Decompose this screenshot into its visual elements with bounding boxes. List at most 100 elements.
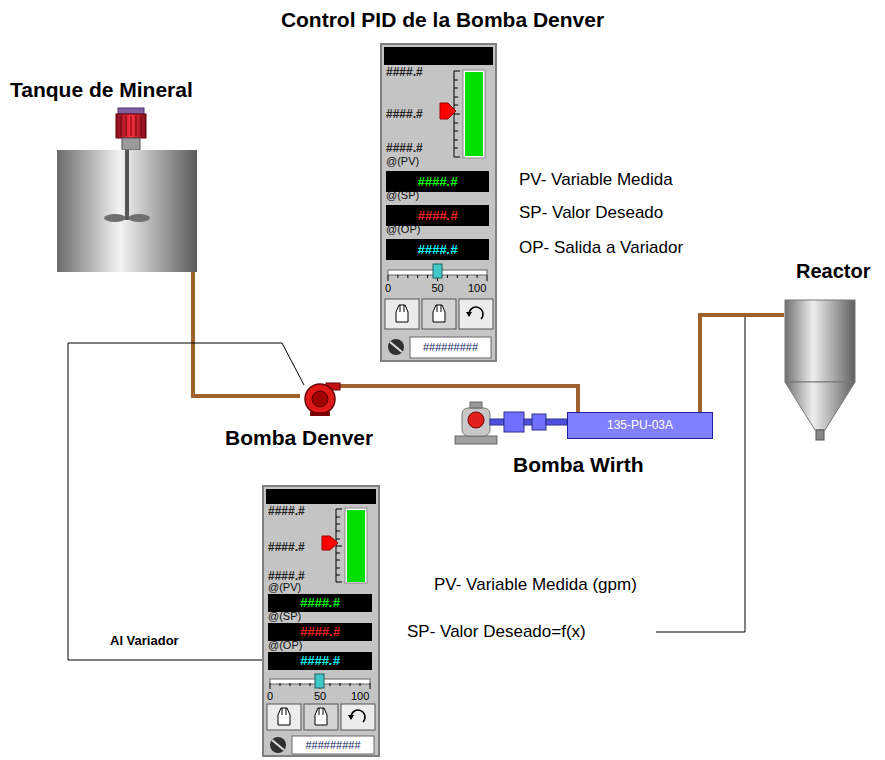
scale-tick: [454, 140, 458, 141]
slider-thumb: [433, 264, 442, 278]
faceplate-graphics: [382, 45, 495, 360]
equipment-tag: 135-PU-03A: [568, 413, 712, 438]
slider-tick: [340, 683, 341, 686]
slider-tick: [300, 683, 301, 686]
scale-tick: [336, 546, 342, 547]
scale-tick: [336, 582, 342, 583]
scale-tick: [336, 575, 340, 576]
field-caption: @(OP): [268, 639, 302, 651]
node-heading: Tanque de Mineral: [10, 78, 193, 102]
value-field: [268, 652, 372, 670]
hand-icon: [404, 305, 405, 312]
scale-tick: [454, 148, 458, 149]
scale-tick: [454, 71, 460, 72]
hand-icon: [282, 708, 283, 715]
status-icon: [390, 342, 402, 352]
mode-button: [341, 704, 375, 730]
node-heading: Bomba Wirth: [513, 453, 643, 477]
mode-button: [459, 299, 493, 329]
bar-frame: [345, 508, 367, 583]
hand-icon: [441, 305, 442, 312]
tag-value: #########: [292, 736, 374, 754]
value-field: [268, 623, 372, 641]
wirth-shape: 135-PU-03ABomba Wirth: [567, 412, 713, 439]
field-value: ####.#: [386, 171, 489, 192]
scale-label: ####.#: [268, 540, 305, 554]
slider-thumb: [315, 674, 324, 688]
hand-icon: [286, 708, 287, 715]
mode-button: [422, 299, 456, 329]
slider-label: 50: [314, 690, 326, 702]
value-field: [386, 239, 489, 260]
field-caption: @(SP): [268, 610, 301, 622]
node-heading: Reactor: [796, 260, 870, 283]
field-value: ####.#: [268, 652, 372, 670]
slider-label: 100: [351, 690, 369, 702]
tag-field: [410, 337, 491, 358]
level-bar: [465, 72, 483, 156]
scale-tick: [336, 553, 340, 554]
slider-tick: [290, 683, 291, 686]
slider-label: 0: [385, 282, 391, 294]
slider-label: 0: [267, 690, 273, 702]
node-heading: Bomba Denver: [225, 426, 373, 450]
annotation-label: SP- Valor Deseado=f(x): [405, 622, 588, 642]
slider-tick: [447, 275, 448, 278]
slurry-pipe: [193, 272, 300, 396]
value-field: [386, 171, 489, 192]
field-value: ####.#: [386, 239, 489, 260]
pointer: [440, 103, 456, 119]
slider-tick: [360, 683, 361, 686]
slider-tick: [487, 275, 488, 281]
hand-icon: [278, 708, 290, 725]
slider-tick: [457, 275, 458, 278]
level-bar: [347, 510, 365, 582]
pump-body: [300, 380, 340, 416]
slider-tick: [407, 275, 408, 278]
slider-tick: [388, 275, 389, 281]
agitator-motor: [116, 108, 146, 150]
field-caption: @(SP): [386, 189, 419, 201]
scale-tick: [454, 97, 458, 98]
field-caption: @(PV): [268, 581, 301, 593]
mode-button: [385, 299, 419, 329]
status-icon: [388, 339, 404, 355]
field-value: ####.#: [268, 623, 372, 641]
slider-tick: [427, 275, 428, 278]
tag-value: #########: [410, 337, 491, 358]
value-field: [268, 594, 372, 612]
status-bar: [266, 489, 376, 504]
hand-icon: [323, 708, 324, 715]
status-icon: [270, 737, 286, 753]
hand-icon: [433, 305, 445, 322]
scale-tick: [454, 157, 460, 158]
agitator-blade: [128, 214, 150, 222]
value-field: [386, 205, 489, 226]
slider-tick: [310, 683, 311, 686]
auto-icon: [348, 715, 354, 720]
reactor-body: [784, 300, 856, 442]
tank-shape: Tanque de Mineral: [57, 150, 197, 272]
field-value: ####.#: [386, 205, 489, 226]
tank-body: [57, 150, 197, 272]
reactor-outlet: [816, 430, 824, 440]
slider-tick: [280, 683, 281, 686]
diagram-title: Control PID de la Bomba Denver: [0, 8, 885, 32]
slider-label: 100: [468, 282, 486, 294]
bar-frame: [463, 70, 485, 158]
pump-base: [310, 412, 330, 416]
scale-tick: [336, 509, 342, 510]
pid-faceplate: ####.#####.#####.#@(PV)@(SP)@(OP)####.##…: [262, 485, 380, 757]
slider-tick: [330, 683, 331, 686]
reactor-shape: Reactor: [784, 300, 856, 442]
tag-field: [292, 736, 374, 754]
scale-tick: [454, 114, 460, 115]
scale-tick: [336, 560, 340, 561]
annotation-label: SP- Valor Deseado: [517, 203, 665, 223]
status-icon: [272, 740, 284, 750]
slider-tick: [370, 683, 371, 689]
hand-icon: [437, 305, 438, 312]
annotation-label: PV- Variable Medida: [517, 170, 675, 190]
scale-tick: [336, 539, 340, 540]
slider-tick: [350, 683, 351, 686]
